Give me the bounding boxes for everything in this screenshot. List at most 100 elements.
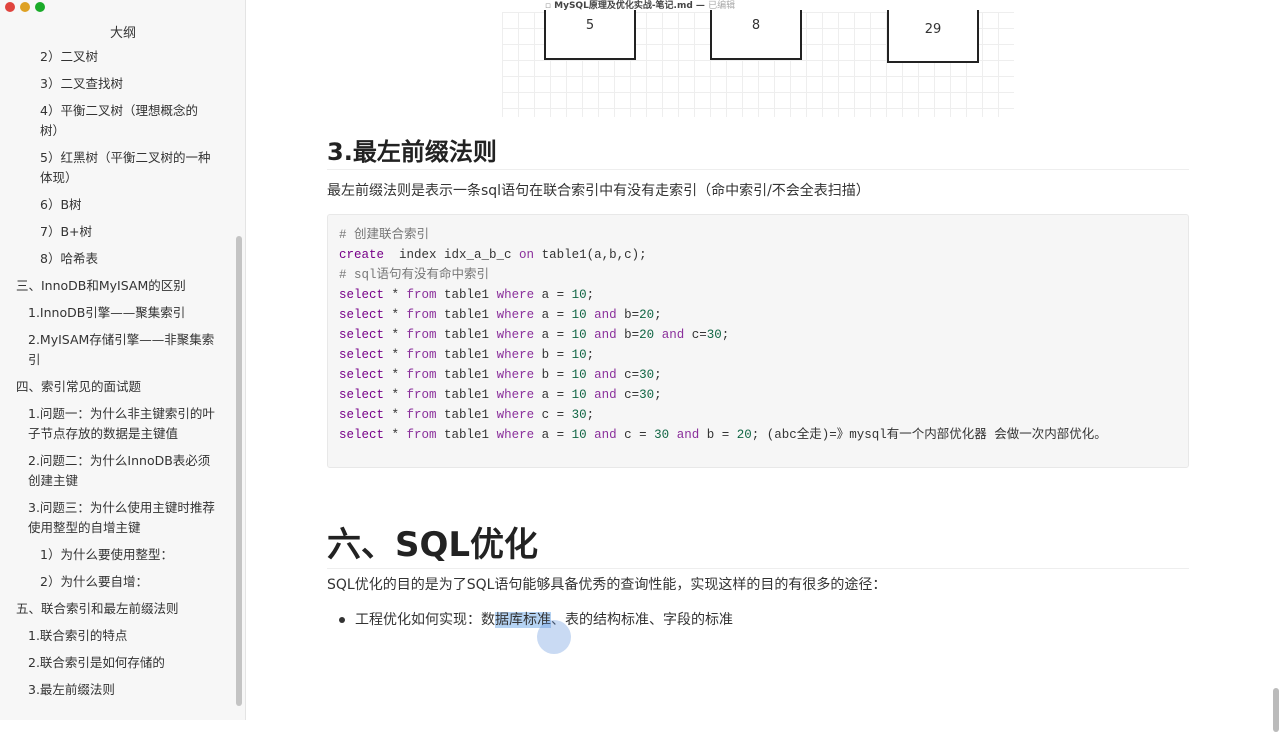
outline-item[interactable]: 1）为什么要使用整型： <box>40 547 173 562</box>
outline-item[interactable]: 1.联合索引的特点 <box>28 628 128 643</box>
outline-item[interactable]: 1）多叉树 <box>0 38 236 40</box>
code-token: c= <box>616 388 640 402</box>
code-token-num: 10 <box>571 348 587 362</box>
editor-scrollbar[interactable] <box>1273 688 1279 732</box>
tree-diagram-image: 5 8 29 <box>502 10 1014 117</box>
code-token-kw2: where <box>496 368 535 382</box>
code-token-kw2: and <box>594 308 617 322</box>
code-token: c= <box>684 328 707 342</box>
bullet-text: 工程优化如何实现：数 <box>355 612 495 628</box>
outline-item[interactable]: 2.MyISAM存储引擎——非聚集索引 <box>28 332 215 367</box>
code-token: table1 <box>436 428 497 442</box>
bullet-text: 、表的结构标准、字段的标准 <box>551 612 733 628</box>
outline-item[interactable]: 7）B+树 <box>40 224 93 239</box>
code-token-num: 20 <box>639 308 655 322</box>
outline-item[interactable]: 3.问题三：为什么使用主键时推荐使用整型的自增主键 <box>28 500 215 535</box>
code-token-num: 30 <box>706 328 722 342</box>
outline-list: 1）多叉树 2）二叉树 3）二叉查找树 4）平衡二叉树（理想概念的树） 5）红黑树（平衡… <box>0 38 236 720</box>
code-line: select * from table1 where b = 10; <box>339 345 1177 365</box>
code-token-kw2: from <box>406 428 437 442</box>
code-token-kw1: select <box>339 288 385 302</box>
code-line: select * from table1 where c = 30; <box>339 405 1177 425</box>
close-button[interactable] <box>5 2 15 12</box>
outline-item[interactable]: 三、InnoDB和MyISAM的区别 <box>16 278 186 293</box>
code-token: c= <box>616 368 640 382</box>
selected-text: 据库标准 <box>495 612 551 628</box>
diagram-node: 8 <box>710 10 802 60</box>
code-line: select * from table1 where b = 10 and c=… <box>339 365 1177 385</box>
code-token: ; <box>586 408 595 422</box>
code-token: table1 <box>436 348 497 362</box>
code-token: ; <box>654 368 662 382</box>
outline-item[interactable]: 6）B树 <box>40 197 82 212</box>
code-token-kw2: from <box>406 308 437 322</box>
code-token: b = <box>534 368 572 382</box>
outline-item[interactable]: 5）红黑树（平衡二叉树的一种体现） <box>40 150 211 185</box>
code-token-kw1: select <box>339 308 385 322</box>
outline-item[interactable]: 2.问题二：为什么InnoDB表必须创建主键 <box>28 453 211 488</box>
code-token: table1 <box>436 388 497 402</box>
outline-item[interactable]: 3）二叉查找树 <box>40 76 123 91</box>
section-heading-h1: 六、SQL优化 <box>327 517 1189 569</box>
sidebar-scrollbar[interactable] <box>236 236 242 706</box>
code-token: a = <box>534 288 572 302</box>
code-token-kw2: where <box>496 308 535 322</box>
bullet-list-item: 工程优化如何实现：数据库标准、表的结构标准、字段的标准 <box>339 609 733 629</box>
code-token: table1(a,b,c); <box>534 248 647 262</box>
code-token-kw2: and <box>594 368 617 382</box>
outline-item[interactable]: 1.问题一：为什么非主键索引的叶子节点存放的数据是主键值 <box>28 406 215 441</box>
code-token-kw2: where <box>496 388 535 402</box>
code-token: ; (abc全走)=》mysql有一个内部优化器 会做一次内部优化。 <box>751 428 1107 442</box>
code-token-kw2: from <box>406 288 437 302</box>
code-token: ; <box>586 348 595 362</box>
code-token: * <box>384 288 407 302</box>
outline-item[interactable]: 8）哈希表 <box>40 251 98 266</box>
code-token-kw2: where <box>496 288 535 302</box>
code-line: select * from table1 where a = 10; <box>339 285 1177 305</box>
code-token: b = <box>534 348 572 362</box>
window-title: MySQL原理及优化实战-笔记.md <box>554 1 693 11</box>
code-token: * <box>384 348 407 362</box>
outline-item[interactable]: 1.InnoDB引擎——聚集索引 <box>28 305 186 320</box>
code-line: # sql语句有没有命中索引 <box>339 265 1177 285</box>
outline-item[interactable]: 2）为什么要自增： <box>40 574 148 589</box>
code-token <box>587 328 595 342</box>
window-controls <box>5 2 45 12</box>
code-token: b= <box>616 308 640 322</box>
editor[interactable]: 5 8 29 3.最左前缀法则 最左前缀法则是表示一条sql语句在联合索引中有没… <box>247 10 1280 732</box>
code-token-kw2: from <box>406 368 437 382</box>
outline-item[interactable]: 2.联合索引是如何存储的 <box>28 655 165 670</box>
code-token-num: 10 <box>571 388 587 402</box>
code-token-kw2: from <box>406 388 437 402</box>
outline-item[interactable]: 4）平衡二叉树（理想概念的树） <box>40 103 198 138</box>
code-token-kw2: on <box>519 248 535 262</box>
code-token-kw2: where <box>496 408 535 422</box>
minimize-button[interactable] <box>20 2 30 12</box>
code-token-kw1: select <box>339 368 385 382</box>
code-line: select * from table1 where a = 10 and c … <box>339 425 1177 445</box>
code-token <box>587 368 595 382</box>
outline-item[interactable]: 3.最左前缀法则 <box>28 682 115 697</box>
code-token: * <box>384 328 407 342</box>
diagram-node: 29 <box>887 10 979 63</box>
outline-item[interactable]: 四、索引常见的面试题 <box>16 379 142 394</box>
code-token: ; <box>654 388 662 402</box>
code-line: select * from table1 where a = 10 and b=… <box>339 305 1177 325</box>
code-token <box>587 428 595 442</box>
code-token-kw2: and <box>594 428 617 442</box>
code-token <box>587 388 595 402</box>
outline-item[interactable]: 2）二叉树 <box>40 49 98 64</box>
code-token-kw1: select <box>339 388 385 402</box>
paragraph: 最左前缀法则是表示一条sql语句在联合索引中有没有走索引（命中索引/不会全表扫描… <box>327 183 870 199</box>
diagram-node: 5 <box>544 10 636 60</box>
code-token: table1 <box>436 288 497 302</box>
outline-item[interactable]: 五、联合索引和最左前缀法则 <box>16 601 179 616</box>
code-token: index idx_a_b_c <box>384 248 520 262</box>
code-token-kw2: and <box>594 388 617 402</box>
zoom-button[interactable] <box>35 2 45 12</box>
code-token: table1 <box>436 368 497 382</box>
code-token: * <box>384 388 407 402</box>
code-token-kw1: select <box>339 428 385 442</box>
outline-sidebar: 大纲 1）多叉树2）二叉树3）二叉查找树4）平衡二叉树（理想概念的树）5）红黑树… <box>0 0 246 720</box>
